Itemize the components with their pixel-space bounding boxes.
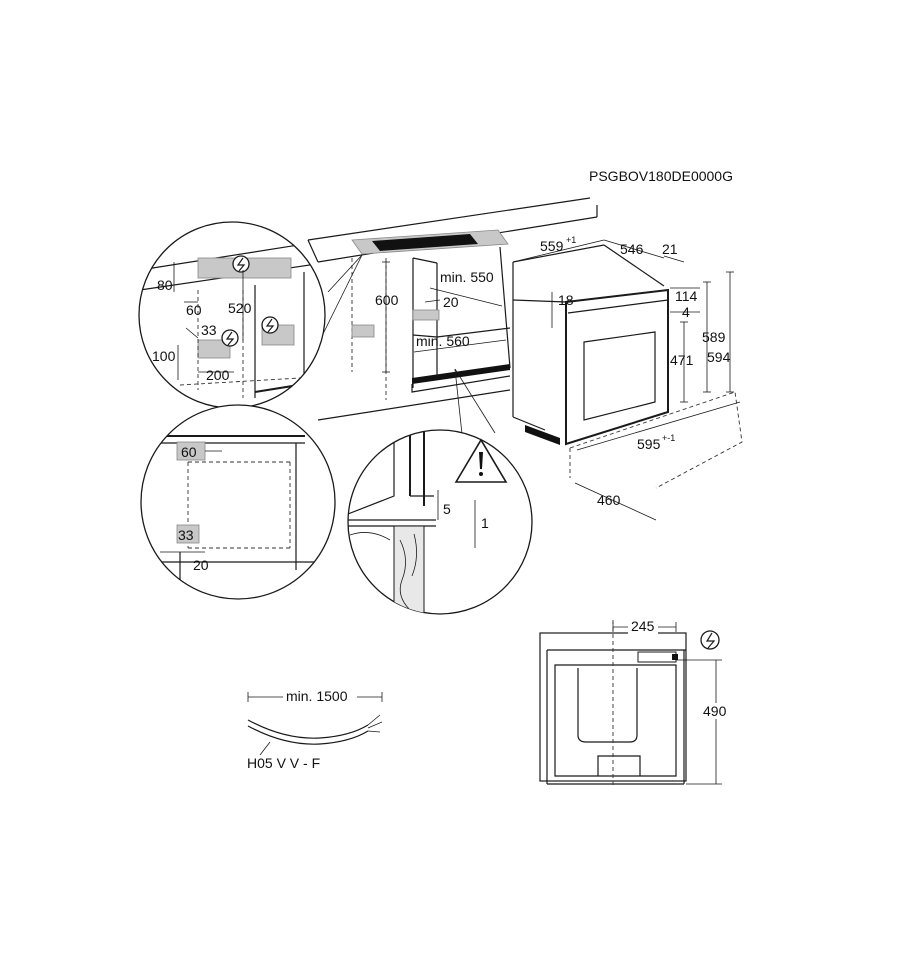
dim-594: 594 bbox=[707, 349, 731, 365]
oven-rear-view: 245 490 bbox=[539, 618, 732, 788]
electric-connection-icon bbox=[700, 630, 720, 650]
dim-60-a: 60 bbox=[186, 302, 202, 318]
dim-595-tolerance: +-1 bbox=[662, 433, 675, 443]
dim-595: 595 bbox=[637, 436, 661, 452]
detail-circle-warning: 5 1 bbox=[347, 429, 533, 615]
dim-min560: min. 560 bbox=[416, 333, 470, 349]
detail-circle-electric: 80 520 60 33 100 200 bbox=[138, 221, 326, 409]
dim-471: 471 bbox=[670, 352, 694, 368]
dim-4: 4 bbox=[682, 304, 690, 320]
dim-60-b: 60 bbox=[181, 444, 197, 460]
dim-18: 18 bbox=[558, 292, 574, 308]
dim-20-b: 20 bbox=[193, 557, 209, 573]
dim-min1500: min. 1500 bbox=[286, 688, 348, 704]
dim-21: 21 bbox=[662, 241, 678, 257]
dim-1: 1 bbox=[481, 515, 489, 531]
dim-100: 100 bbox=[152, 348, 176, 364]
dim-33-b: 33 bbox=[178, 527, 194, 543]
dim-546: 546 bbox=[620, 241, 644, 257]
dim-min550: min. 550 bbox=[440, 269, 494, 285]
dim-245: 245 bbox=[631, 618, 655, 634]
dim-20-cabinet: 20 bbox=[443, 294, 459, 310]
power-cable: min. 1500 H05 V V - F bbox=[247, 688, 383, 771]
dim-114: 114 bbox=[675, 288, 698, 304]
dim-589: 589 bbox=[702, 329, 726, 345]
cable-type: H05 V V - F bbox=[247, 755, 320, 771]
dim-80: 80 bbox=[157, 277, 173, 293]
cabinet-plinth bbox=[412, 364, 510, 384]
dim-520: 520 bbox=[228, 300, 252, 316]
electric-connection-icon bbox=[221, 329, 239, 347]
dim-200: 200 bbox=[206, 367, 230, 383]
detail-circle-cabinet: 60 33 20 bbox=[140, 404, 336, 600]
kitchen-cabinet-view: 600 min. 550 20 min. 560 bbox=[307, 197, 598, 435]
dim-460: 460 bbox=[597, 492, 621, 508]
dim-5: 5 bbox=[443, 501, 451, 517]
dim-600: 600 bbox=[375, 292, 399, 308]
dim-559: 559 bbox=[540, 238, 564, 254]
dim-559-tolerance: +1 bbox=[566, 235, 576, 245]
oven-view: 559 +1 546 21 18 114 4 471 589 594 bbox=[512, 235, 743, 521]
electric-connection-icon bbox=[261, 316, 279, 334]
warning-triangle-icon bbox=[454, 438, 508, 483]
model-code: PSGBOV180DE0000G bbox=[589, 168, 733, 184]
dim-33-a: 33 bbox=[201, 322, 217, 338]
electric-connection-icon bbox=[232, 255, 250, 273]
dim-490: 490 bbox=[703, 703, 727, 719]
